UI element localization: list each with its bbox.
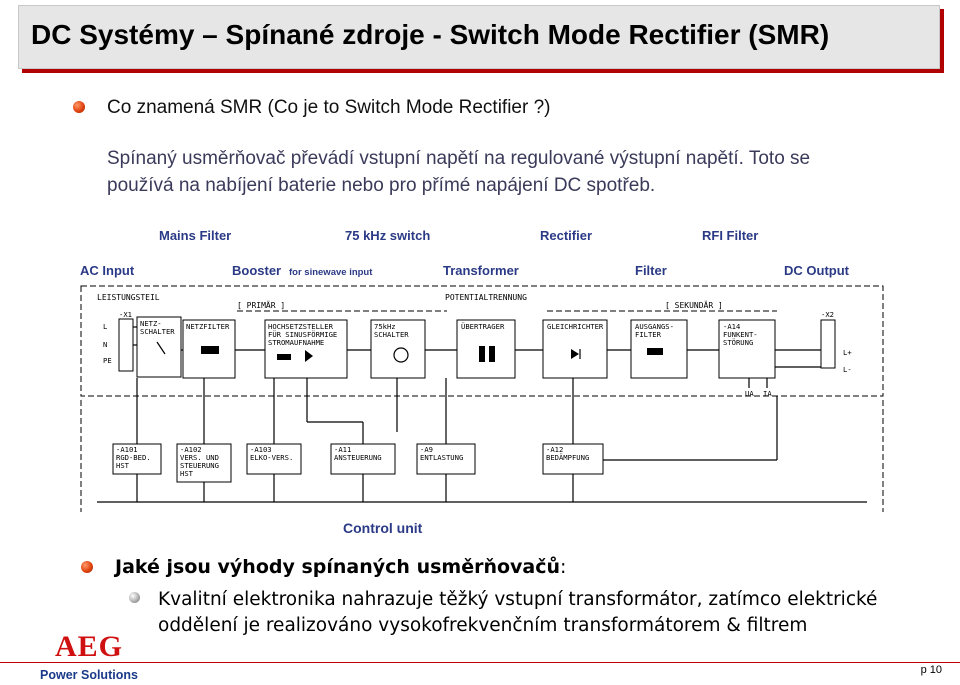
sub-text-line-1: Kvalitní elektronika nahrazuje těžký vst… [158, 589, 878, 610]
paragraph-line-1: Spínaný usměrňovač převádí vstupní napět… [107, 148, 811, 169]
svg-text:NETZ-SCHALTER: NETZ-SCHALTER [140, 319, 175, 336]
terminal-l: L [103, 322, 107, 331]
label-mains-filter: Mains Filter [159, 228, 231, 243]
label-ac-input: AC Input [80, 263, 135, 278]
label-transformer: Transformer [443, 263, 519, 278]
header-leistungsteil: LEISTUNGSTEIL [97, 293, 160, 302]
page-title: DC Systémy – Spínané zdroje - Switch Mod… [31, 19, 830, 50]
label-75khz-switch: 75 kHz switch [345, 228, 430, 243]
label-rfi-filter: RFI Filter [702, 228, 758, 243]
sub-text-line-2: oddělení je realizováno vysokofrekvenční… [158, 615, 808, 636]
meter-ua: UA [745, 389, 754, 398]
label-rectifier: Rectifier [540, 228, 592, 243]
terminal-pe: PE [103, 356, 112, 365]
label-dc-output: DC Output [784, 263, 850, 278]
meter-ia: IA [763, 389, 772, 398]
header-sekundar: [ SEKUNDÄR ] [665, 300, 723, 310]
block-ausgangsfilter: AUSGANGS-FILTER [630, 319, 688, 379]
terminal-x2: -X2 [821, 310, 834, 319]
svg-text:GLEICHRICHTER: GLEICHRICHTER [547, 322, 604, 331]
label-control-unit: Control unit [343, 520, 423, 536]
aeg-logo: AEG [55, 630, 124, 663]
svg-text:NETZFILTER: NETZFILTER [186, 322, 230, 331]
terminal-l-minus: L- [843, 365, 852, 374]
terminal-l-plus: L+ [843, 348, 852, 357]
paragraph-line-2: používá na nabíjení baterie nebo pro pří… [107, 175, 656, 196]
block-gleichrichter: GLEICHRICHTER [542, 319, 608, 379]
bullet-icon [73, 101, 85, 113]
power-section-frame [80, 285, 884, 397]
header-potentialtrennung: POTENTIALTRENNUNG [445, 293, 527, 302]
block-netzfilter: NETZFILTER [182, 319, 236, 379]
svg-text:ÜBERTRAGER: ÜBERTRAGER [461, 322, 505, 331]
title-banner: DC Systémy – Spínané zdroje - Switch Mod… [18, 5, 940, 69]
page-number: p 10 [920, 664, 942, 676]
block-netzschalter: NETZ-SCHALTER [136, 316, 182, 378]
svg-text:AUSGANGS-FILTER: AUSGANGS-FILTER [635, 322, 674, 339]
section-advantages-title: Jaké jsou výhody spínaných usměrňovačů: [115, 556, 567, 578]
footer-divider [0, 662, 960, 663]
label-booster: Booster [232, 263, 281, 278]
block-ubertrager: ÜBERTRAGER [456, 319, 516, 379]
sub-bullet-icon [129, 592, 140, 603]
label-filter: Filter [635, 263, 667, 278]
terminal-n: N [103, 340, 107, 349]
logo-subtitle: Power Solutions [40, 668, 138, 682]
bullet-text-smr: Co znamená SMR (Co je to Switch Mode Rec… [107, 97, 551, 118]
label-booster-note: for sinewave input [289, 267, 373, 278]
bullet-icon [81, 561, 93, 573]
smr-block-diagram: .lbl { font-family:"Liberation Sans", sa… [80, 228, 884, 536]
terminal-x1: -X1 [119, 310, 132, 319]
header-primar: [ PRIMÄR ] [237, 300, 285, 310]
